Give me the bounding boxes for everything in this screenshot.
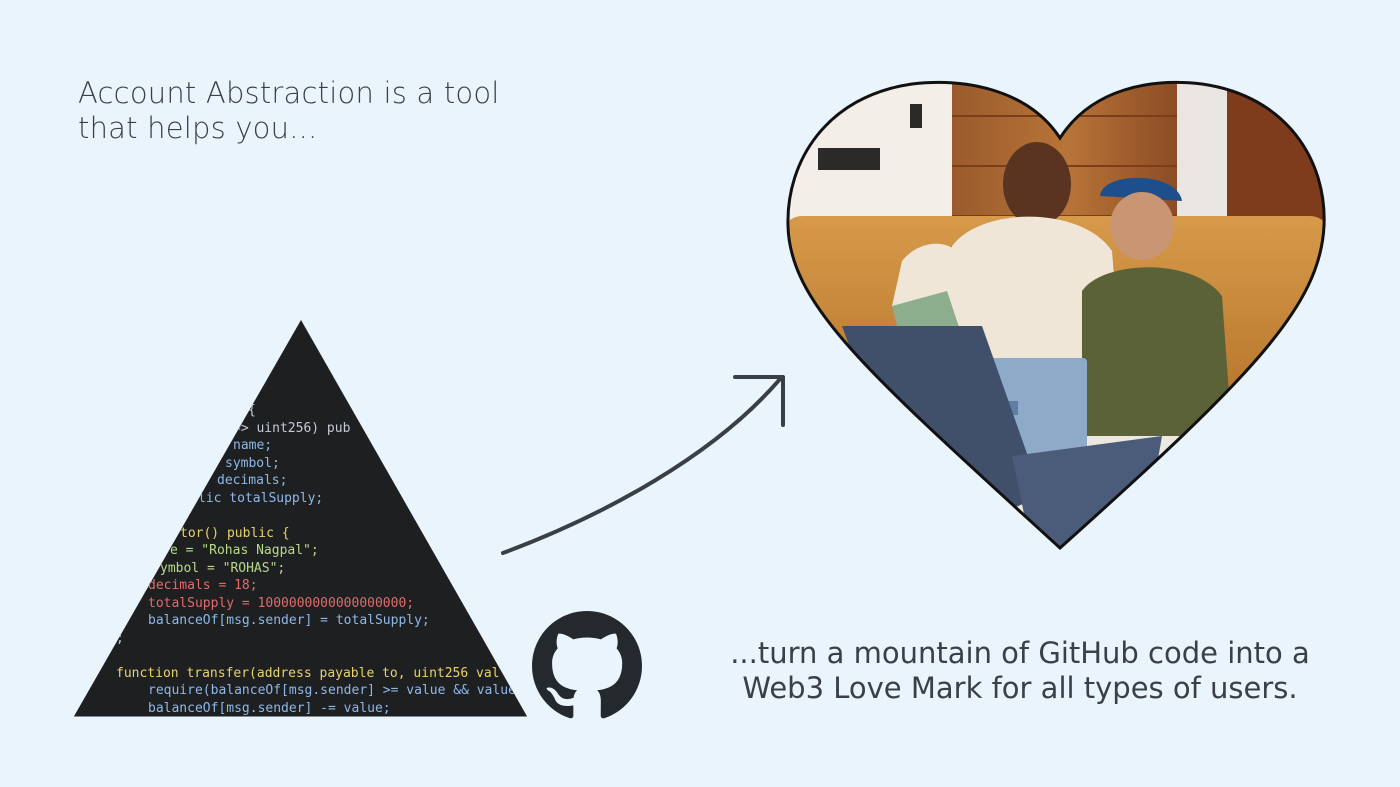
intro-line-2: that helps you...	[78, 111, 318, 145]
heart-photo	[786, 80, 1326, 551]
code-line-3: name;	[233, 438, 272, 453]
code-line-4: symbol;	[225, 456, 280, 471]
code-line-17: require(balanceOf[msg.sender] >= value &…	[148, 683, 516, 698]
code-line-16: function transfer(address payable to, ui…	[116, 666, 500, 681]
code-line-13: balanceOf[msg.sender] = totalSupply;	[148, 613, 430, 628]
code-line-18: balanceOf[msg.sender] -= value;	[148, 701, 391, 716]
code-mountain: { => uint256) pub name; symbol; decimals…	[72, 317, 529, 718]
outro-text: ...turn a mountain of GitHub code into a…	[720, 636, 1320, 706]
github-icon	[532, 611, 642, 719]
intro-text: Account Abstraction is a tool that helps…	[78, 76, 538, 146]
intro-line-1: Account Abstraction is a tool	[78, 76, 500, 110]
code-line-1: {	[248, 403, 256, 418]
outro-line-2: Web3 Love Mark for all types of users.	[742, 671, 1298, 705]
curved-arrow-icon	[501, 375, 785, 555]
code-line-8: tor() public {	[180, 526, 290, 541]
code-line-12: totalSupply = 1000000000000000000;	[148, 596, 414, 611]
code-line-10: ymbol = "ROHAS";	[160, 561, 285, 576]
code-line-2: => uint256) pub	[233, 421, 351, 436]
code-line-6: lic totalSupply;	[198, 491, 323, 506]
code-line-9: e = "Rohas Nagpal";	[170, 543, 319, 558]
code-line-5: decimals;	[217, 473, 287, 488]
code-line-14: ;	[116, 631, 124, 646]
code-line-11: decimals = 18;	[148, 578, 258, 593]
outro-line-1: ...turn a mountain of GitHub code into a	[730, 636, 1310, 670]
code-mountain-shape	[72, 317, 529, 718]
